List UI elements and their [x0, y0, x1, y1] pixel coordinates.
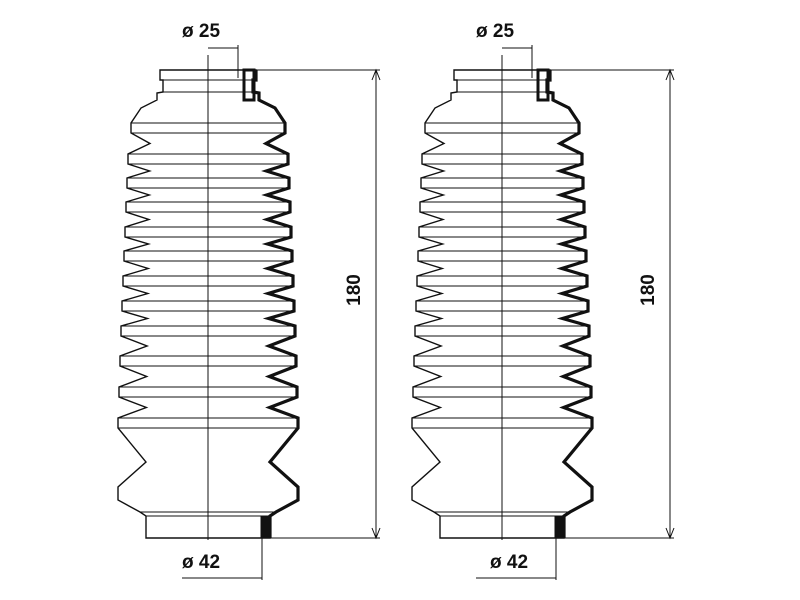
bellows-boot-right — [411, 45, 675, 580]
length-label-left: 180 — [344, 274, 365, 306]
arrow-head — [665, 527, 675, 540]
bottom-clamp — [260, 515, 269, 539]
arrow-head — [371, 527, 381, 540]
bottom-diameter-label-right: ø 42 — [490, 552, 528, 573]
bellows-profile-thick — [545, 70, 594, 538]
bellows-profile-thick — [251, 70, 300, 538]
bottom-diameter-label-left: ø 42 — [182, 552, 220, 573]
top-clamp — [536, 68, 550, 102]
top-clamp — [242, 68, 256, 102]
arrow-head — [665, 68, 675, 81]
top-diameter-label-right: ø 25 — [476, 21, 514, 42]
length-label-right: 180 — [638, 274, 659, 306]
top-diameter-label-left: ø 25 — [182, 21, 220, 42]
bottom-clamp — [554, 515, 563, 539]
bellows-boot-left — [117, 45, 381, 580]
dimension-labels: ø 25 ø 42 180 ø 25 ø 42 180 — [182, 21, 659, 573]
arrow-head — [371, 68, 381, 81]
